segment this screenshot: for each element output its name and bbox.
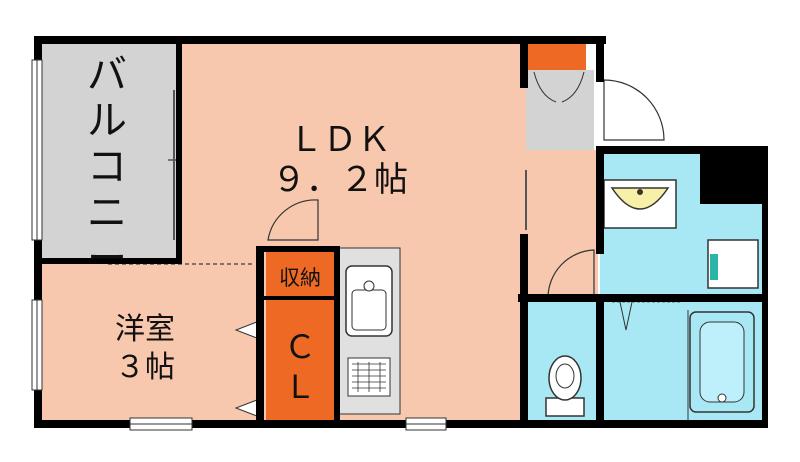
balcony-char: ル xyxy=(87,98,127,144)
washbasin xyxy=(610,187,670,210)
ldk-size: ９．２帖 xyxy=(272,160,408,200)
ldk-door-swing xyxy=(267,199,319,241)
shoe-cabinet xyxy=(528,42,586,70)
storage-fill xyxy=(266,250,334,298)
balcony-floor xyxy=(40,42,178,260)
entrance-cabinet-doors xyxy=(533,71,585,103)
closet-fill xyxy=(266,300,334,420)
western-room-size: ３帖 xyxy=(115,350,175,385)
western-room-floor xyxy=(40,264,260,426)
balcony-char: ニ xyxy=(87,190,127,236)
entrance-floor xyxy=(526,70,594,150)
western-room-name: 洋室 xyxy=(115,312,175,347)
bathroom-folding-door xyxy=(619,301,633,331)
sink-basin xyxy=(351,289,387,331)
storage-label: 収納 xyxy=(279,266,321,290)
balcony-char: コ xyxy=(87,144,127,190)
closet-label-l: Ｌ xyxy=(283,368,316,406)
balcony-char: バ xyxy=(87,52,127,98)
ldk-name: ＬＤＫ xyxy=(289,120,391,160)
hallway-floor xyxy=(526,150,598,298)
sink-drain xyxy=(363,280,375,292)
closet-label-c: Ｃ xyxy=(283,328,316,366)
balcony-label: バ ル コ ニ ー xyxy=(84,52,130,282)
entrance-door-swing xyxy=(603,79,665,141)
balcony-char: ー xyxy=(87,236,127,282)
